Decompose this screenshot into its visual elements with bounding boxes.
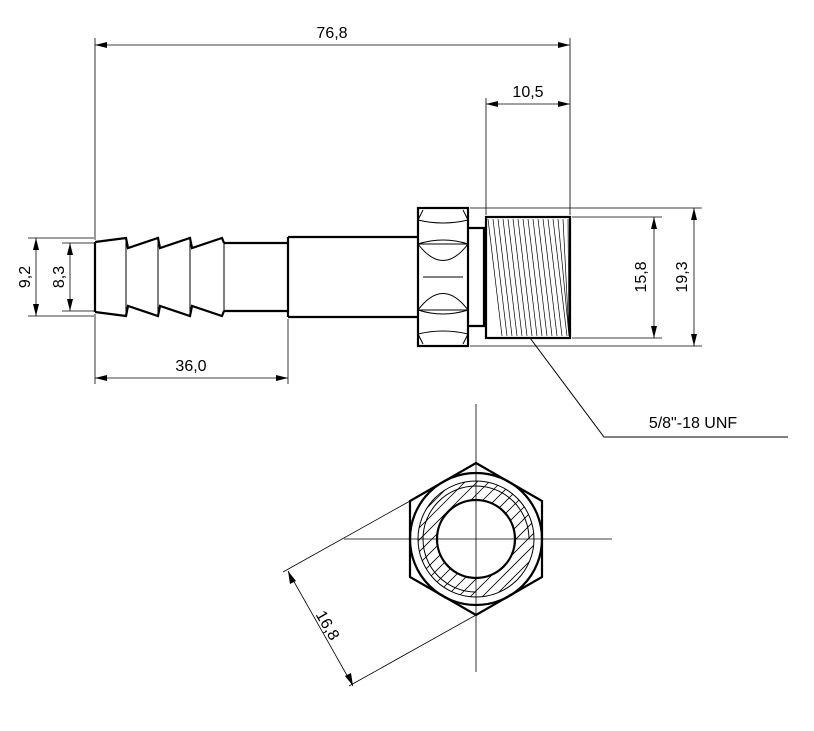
thread-callout: 5/8"-18 UNF: [649, 415, 738, 432]
dim-thread-outer-diameter: 19,3: [674, 261, 691, 292]
thread-hatch: [487, 218, 570, 337]
end-view: [282, 404, 612, 687]
threaded-section: [484, 215, 572, 340]
dimension-lines: [28, 38, 702, 384]
dim-thread-minor-diameter: 15,8: [633, 261, 650, 292]
dim-barb-outer-diameter: 9,2: [17, 266, 34, 288]
hex-nut: [416, 206, 486, 348]
dim-overall-length: 76,8: [316, 25, 347, 42]
dim-barb-length: 36,0: [175, 358, 206, 375]
side-view: [93, 206, 788, 438]
thread-leader: [529, 337, 788, 438]
dim-hex-across-flats: 16,8: [312, 608, 342, 644]
dim-thread-length: 10,5: [512, 84, 543, 101]
dim-barb-inner-diameter: 8,3: [51, 266, 68, 288]
hose-barb: [93, 236, 226, 318]
shank: [224, 235, 418, 319]
